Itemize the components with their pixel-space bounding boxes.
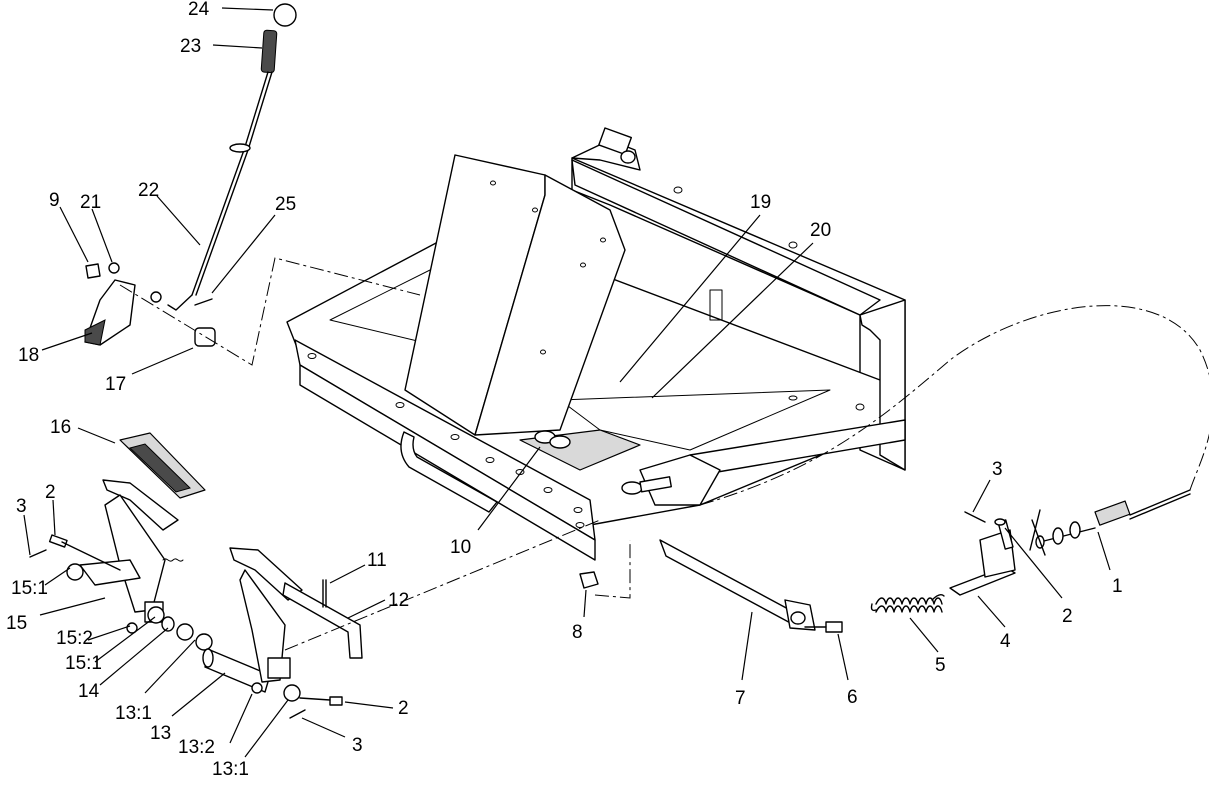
- pedal-assembly: [29, 432, 601, 719]
- callout-13: 13: [150, 723, 171, 744]
- right-linkage: [579, 511, 1016, 633]
- control-lever: [84, 3, 421, 366]
- callout-3-right: 3: [992, 459, 1003, 480]
- callout-23: 23: [180, 36, 201, 57]
- callout-15-1-lower: 15:1: [65, 653, 102, 674]
- callout-13-1-bottom: 13:1: [212, 759, 249, 780]
- callout-15-1-upper: 15:1: [11, 578, 48, 599]
- callout-2-bottom: 2: [398, 698, 409, 719]
- callout-14: 14: [78, 681, 100, 702]
- callout-15-2: 15:2: [56, 628, 93, 649]
- main-frame: [286, 127, 906, 561]
- spring: [870, 593, 945, 613]
- callout-6: 6: [847, 687, 858, 708]
- callouts: 24 23 22 25 9 21 18 17 19 20 16 10: [6, 0, 1123, 780]
- callout-13-2: 13:2: [178, 737, 215, 758]
- callout-24: 24: [188, 0, 210, 20]
- callout-4: 4: [1000, 631, 1011, 652]
- callout-19: 19: [750, 192, 771, 213]
- callout-12: 12: [388, 590, 409, 611]
- control-cable: [699, 305, 1209, 556]
- callout-15: 15: [6, 613, 27, 634]
- callout-10: 10: [450, 537, 471, 558]
- callout-17: 17: [105, 374, 126, 395]
- callout-3-left: 3: [16, 496, 27, 517]
- callout-5: 5: [935, 655, 946, 676]
- callout-8: 8: [572, 622, 583, 643]
- callout-22: 22: [138, 180, 159, 201]
- callout-11: 11: [367, 550, 387, 571]
- callout-25: 25: [275, 194, 296, 215]
- callout-20: 20: [810, 220, 831, 241]
- callout-21: 21: [80, 192, 101, 213]
- callout-16: 16: [50, 417, 71, 438]
- callout-1: 1: [1112, 576, 1123, 597]
- callout-9: 9: [49, 190, 60, 211]
- callout-2-left: 2: [45, 482, 56, 503]
- callout-7: 7: [735, 688, 746, 709]
- callout-3-bottom: 3: [352, 735, 363, 756]
- callout-2-right: 2: [1062, 606, 1073, 627]
- callout-18: 18: [18, 345, 39, 366]
- callout-13-1-left: 13:1: [115, 703, 152, 724]
